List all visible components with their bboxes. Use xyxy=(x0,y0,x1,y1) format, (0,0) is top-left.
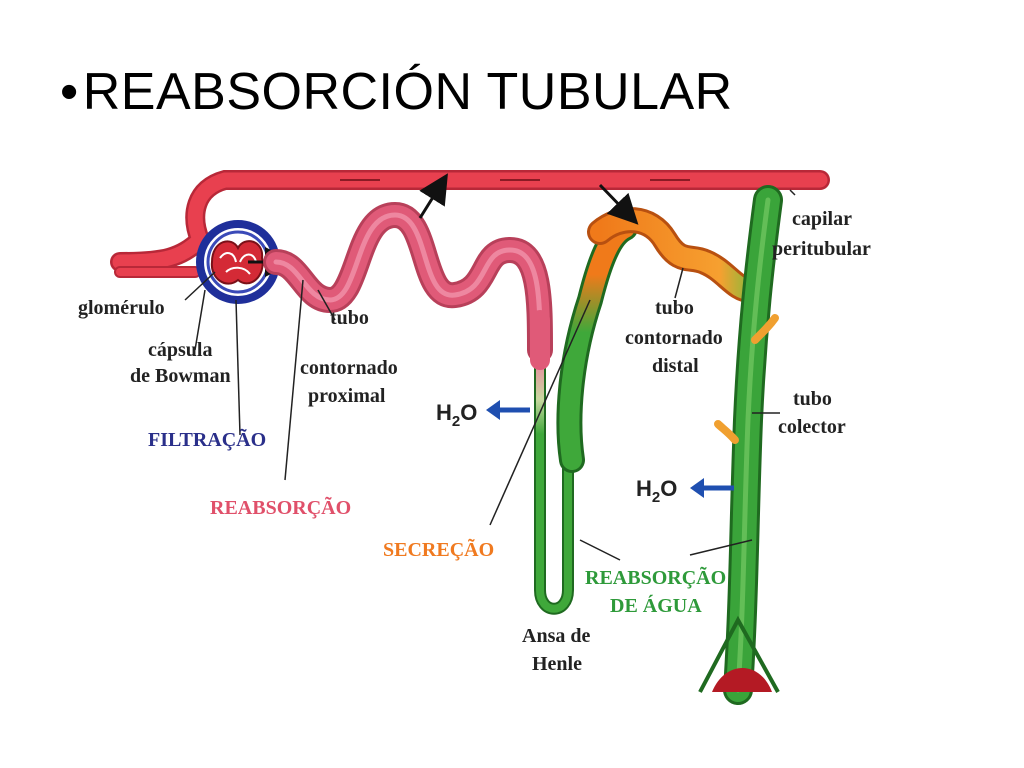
water-arrow-collector-head xyxy=(690,478,704,498)
label-proximal-contornado: contornado xyxy=(300,357,398,379)
label-colector-tubo: tubo xyxy=(793,388,832,410)
label-reabsorcao-agua-2: DE ÁGUA xyxy=(610,594,702,617)
label-secrecao: SECREÇÃO xyxy=(383,538,494,561)
label-reabsorcao-agua-1: REABSORÇÃO xyxy=(585,566,726,589)
proximal-tubule xyxy=(263,201,553,363)
title-text: REABSORCIÓN TUBULAR xyxy=(82,63,733,121)
label-distal-contornado: contornado xyxy=(625,327,723,349)
label-capilar: capilar xyxy=(792,208,852,230)
label-capsula: cápsula xyxy=(148,339,212,361)
label-reabsorcao: REABSORÇÃO xyxy=(210,496,351,519)
label-distal-tubo: tubo xyxy=(655,297,694,319)
slide-title: •REABSORCIÓN TUBULAR xyxy=(60,62,733,122)
label-filtracao: FILTRAÇÃO xyxy=(148,428,266,451)
label-de-bowman: de Bowman xyxy=(130,365,231,387)
label-henle: Henle xyxy=(532,653,582,675)
label-ansa: Ansa de xyxy=(522,625,590,647)
secretion-arrow xyxy=(598,183,639,225)
title-bullet: • xyxy=(60,63,79,121)
h2o-loop-o: O xyxy=(460,400,477,425)
reabsorption-arrow xyxy=(418,173,448,219)
label-colector: colector xyxy=(778,416,846,438)
label-proximal-tubo: tubo xyxy=(330,307,369,329)
h2o-collector-h: H xyxy=(636,476,652,501)
h2o-loop-sub: 2 xyxy=(452,413,460,430)
h2o-collector-o: O xyxy=(660,476,677,501)
h2o-loop-h: H xyxy=(436,400,452,425)
pointer-lines xyxy=(184,189,796,561)
label-proximal: proximal xyxy=(308,385,386,407)
label-glomerulo: glomérulo xyxy=(78,297,165,319)
label-distal: distal xyxy=(652,355,699,377)
loop-of-henle xyxy=(530,215,638,615)
label-h2o-loop: H2O xyxy=(436,400,477,430)
label-h2o-collector: H2O xyxy=(636,476,677,506)
label-peritubular: peritubular xyxy=(772,238,871,260)
h2o-collector-sub: 2 xyxy=(652,489,660,506)
peritubular-capillary xyxy=(110,170,830,278)
collecting-duct xyxy=(698,185,783,705)
water-arrow-loop-head xyxy=(486,400,500,420)
distal-tubule xyxy=(587,207,763,303)
